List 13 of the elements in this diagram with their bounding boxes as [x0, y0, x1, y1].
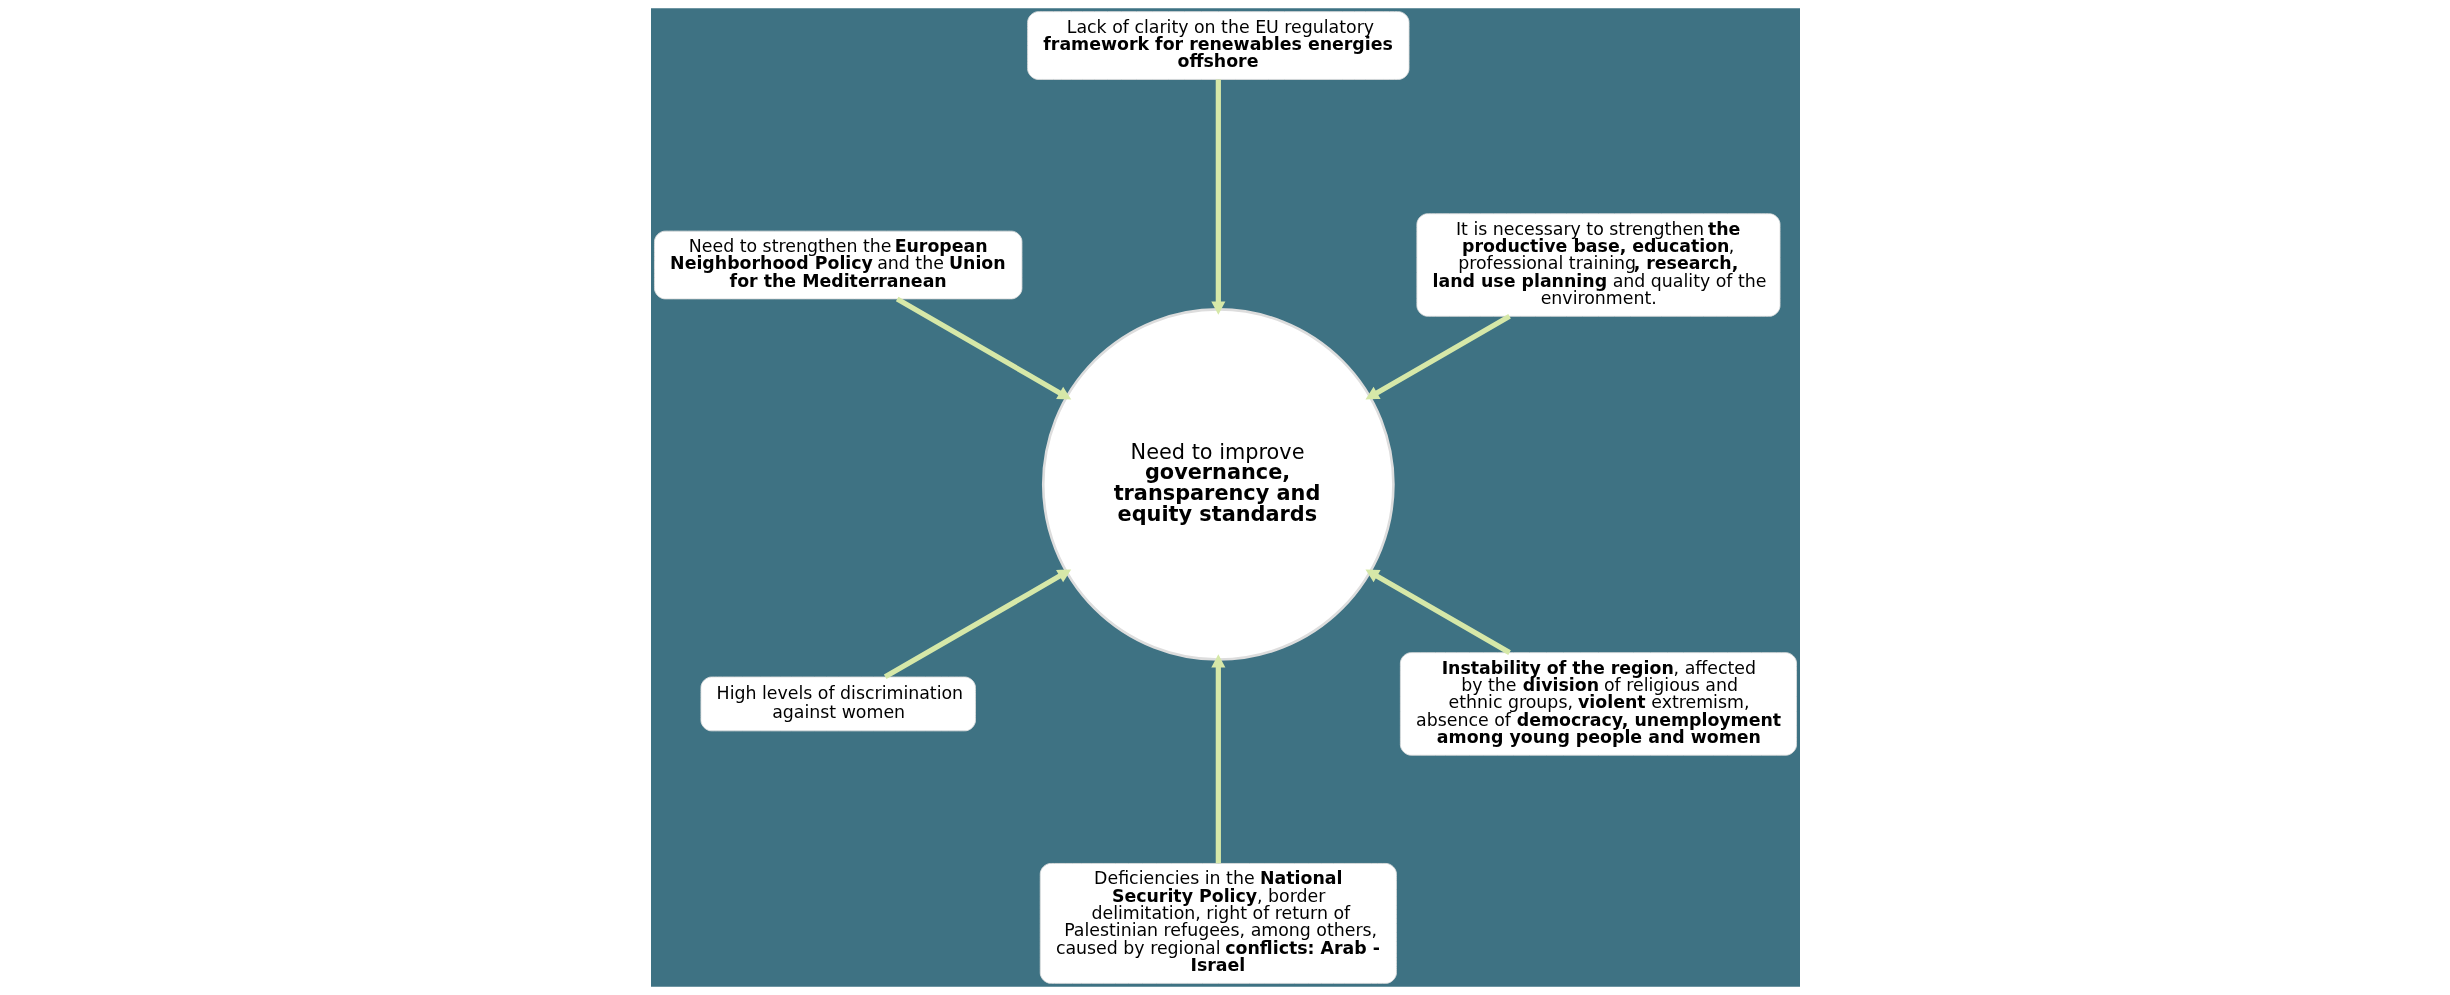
arrow	[1364, 314, 1511, 400]
node-box: High levels of discrimination against women	[700, 676, 976, 732]
arrow	[1210, 654, 1225, 864]
node-circle: Need to improve governance, transparency and equity standards	[1041, 308, 1395, 661]
node-box: Need to strengthen the European Neighborhood Policy and the Union for the Mediterranean	[653, 230, 1022, 300]
arrow	[895, 296, 1071, 400]
arrow	[883, 569, 1071, 680]
node-box: Instability of the region, affected by the division of religious and ethnic groups, violent extremism, absence of democracy, unemployment among young people and women	[1399, 652, 1797, 756]
arrow	[1210, 79, 1225, 315]
node-box: It is necessary to strengthen the productive base, education, professional training, research, land use planning and quality of the environment.	[1415, 213, 1780, 317]
arrow	[1364, 569, 1511, 655]
node-box: Deficiencies in the National Security Policy, border delimitation, right of return of Palestinian refugees, among others, caused by regional conflicts: Arab - Israel	[1039, 863, 1397, 984]
node-box: Lack of clarity on the EU regulatory framework for renewables energies offshore	[1026, 11, 1409, 80]
